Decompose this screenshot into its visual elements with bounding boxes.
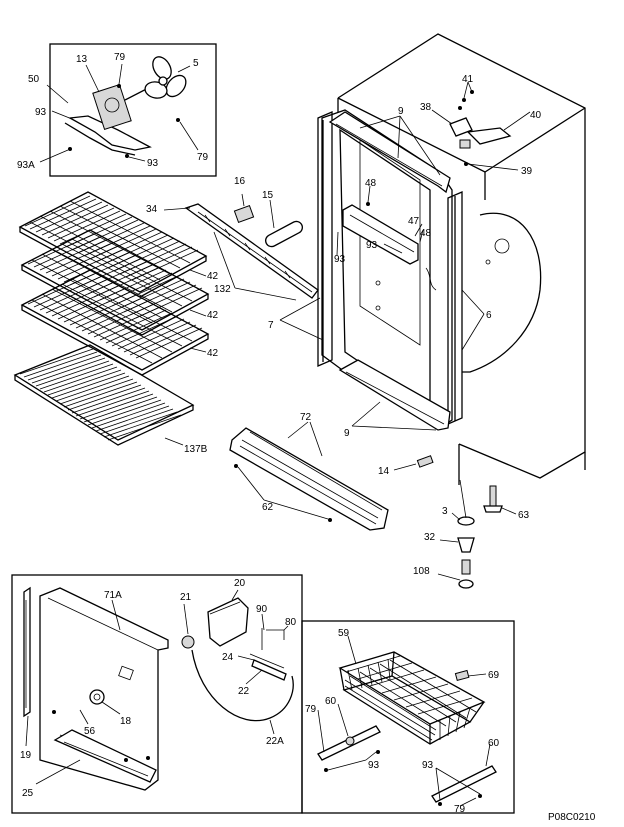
leveling-leg-63 <box>483 485 503 513</box>
label-24: 24 <box>222 652 234 663</box>
label-16: 16 <box>234 176 246 187</box>
label-39: 39 <box>521 166 533 177</box>
label-9: 9 <box>398 106 404 117</box>
label-79: 79 <box>454 804 466 815</box>
fan-motor-inset: 50 13 79 5 93 93A 93 79 <box>17 43 217 177</box>
label-56: 56 <box>84 726 96 737</box>
label-90: 90 <box>256 604 268 615</box>
label-13: 13 <box>76 54 88 65</box>
basket-inset: 59 69 79 60 93 60 93 79 <box>301 620 515 815</box>
label-60: 60 <box>325 696 337 707</box>
label-32: 32 <box>424 532 436 543</box>
label-62: 62 <box>262 502 274 513</box>
label-42: 42 <box>207 271 219 282</box>
diagram-code: P08C0210 <box>548 812 596 823</box>
label-22a: 22A <box>266 736 284 747</box>
label-93: 93 <box>422 760 434 771</box>
label-93: 93 <box>35 107 47 118</box>
label-72: 72 <box>300 412 312 423</box>
label-93: 93 <box>147 158 159 169</box>
label-42: 42 <box>207 310 219 321</box>
label-14: 14 <box>378 466 390 477</box>
label-6: 6 <box>486 310 492 321</box>
screw-14 <box>416 455 434 468</box>
label-60: 60 <box>488 738 500 749</box>
label-48: 48 <box>420 228 432 239</box>
label-47: 47 <box>408 216 420 227</box>
label-34: 34 <box>146 204 158 215</box>
label-69: 69 <box>488 670 500 681</box>
wire-basket-59 <box>338 651 486 745</box>
label-79: 79 <box>197 152 209 163</box>
label-93: 93 <box>368 760 380 771</box>
label-42: 42 <box>207 348 219 359</box>
caster-assembly <box>457 479 475 589</box>
label-3: 3 <box>442 506 448 517</box>
label-48: 48 <box>365 178 377 189</box>
freezer-cabinet <box>317 33 586 485</box>
label-80: 80 <box>285 617 297 628</box>
label-7: 7 <box>268 320 274 331</box>
label-21: 21 <box>180 592 192 603</box>
label-20: 20 <box>234 578 246 589</box>
label-15: 15 <box>262 190 274 201</box>
label-93: 93 <box>366 240 378 251</box>
label-5: 5 <box>193 58 199 69</box>
label-63: 63 <box>518 510 530 521</box>
label-93a: 93A <box>17 160 35 171</box>
label-93: 93 <box>334 254 346 265</box>
label-19: 19 <box>20 750 32 761</box>
label-79: 79 <box>305 704 317 715</box>
label-9: 9 <box>344 428 350 439</box>
label-132: 132 <box>214 284 231 295</box>
label-25: 25 <box>22 788 34 799</box>
label-38: 38 <box>420 102 432 113</box>
toe-grille: 72 62 <box>229 412 389 531</box>
label-108: 108 <box>413 566 430 577</box>
label-137b: 137B <box>184 444 208 455</box>
wire-shelf-42-2 <box>20 229 210 336</box>
label-59: 59 <box>338 628 350 639</box>
label-71a: 71A <box>104 590 122 601</box>
label-18: 18 <box>120 716 132 727</box>
fan-blade-icon <box>144 56 187 99</box>
label-22: 22 <box>238 686 250 697</box>
thermostat-bracket <box>449 90 512 166</box>
label-41: 41 <box>462 74 474 85</box>
evaporator-cover-inset: 71A 21 20 90 80 24 22 22A 18 56 19 25 <box>11 574 303 814</box>
label-50: 50 <box>28 74 40 85</box>
light-assembly: 16 15 48 34 47 48 93 93 132 <box>146 176 432 301</box>
wire-shelves: 42 42 42 137B <box>13 191 219 455</box>
label-40: 40 <box>530 110 542 121</box>
label-79: 79 <box>114 52 126 63</box>
wire-shelf-137b <box>13 344 195 446</box>
